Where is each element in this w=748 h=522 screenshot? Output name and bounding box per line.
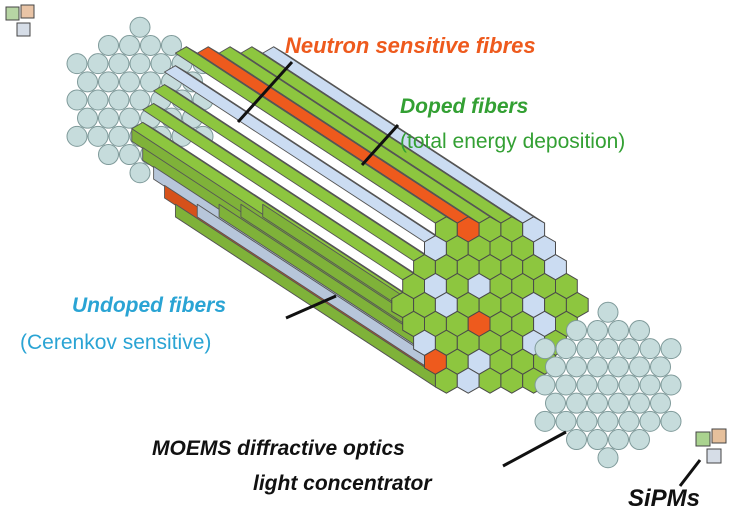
lenslet bbox=[597, 374, 619, 396]
lenslet bbox=[660, 338, 682, 360]
lenslet bbox=[597, 338, 619, 360]
lenslet bbox=[534, 338, 556, 360]
doped-fibers-label: Doped fibers bbox=[400, 95, 529, 118]
lenslet bbox=[608, 429, 629, 451]
lenslet bbox=[108, 125, 130, 147]
lenslet bbox=[555, 410, 577, 432]
lenslet bbox=[608, 356, 629, 378]
lenslet bbox=[597, 301, 619, 323]
lenslet bbox=[587, 392, 608, 414]
lenslet bbox=[119, 34, 140, 56]
sipm-icon-left bbox=[5, 4, 35, 37]
moems-label-line1: MOEMS diffractive optics bbox=[152, 437, 405, 460]
lenslet bbox=[576, 410, 598, 432]
lenslet bbox=[98, 71, 119, 93]
lenslet bbox=[660, 410, 682, 432]
lenslet bbox=[597, 410, 619, 432]
right-diffractive-lens bbox=[534, 301, 682, 469]
moems-label-line2: light concentrator bbox=[253, 472, 432, 495]
lenslet bbox=[129, 89, 151, 111]
undoped-fibers-label: Undoped fibers bbox=[72, 294, 227, 317]
lenslet bbox=[87, 125, 109, 147]
lenslet bbox=[629, 319, 650, 341]
lenslet bbox=[129, 16, 151, 38]
lenslet bbox=[566, 392, 587, 414]
lenslet bbox=[629, 356, 650, 378]
lenslet bbox=[129, 162, 151, 184]
lenslet bbox=[66, 89, 88, 111]
lenslet bbox=[576, 374, 598, 396]
lenslet bbox=[618, 374, 640, 396]
lenslet bbox=[618, 338, 640, 360]
lenslet bbox=[566, 356, 587, 378]
lenslet bbox=[618, 410, 640, 432]
lenslet bbox=[639, 338, 661, 360]
lenslet bbox=[566, 319, 587, 341]
undoped-callout-line bbox=[285, 294, 337, 320]
neutron-callout-line bbox=[236, 60, 294, 124]
neutron-fibres-label: Neutron sensitive fibres bbox=[285, 33, 536, 58]
lenslet bbox=[129, 53, 151, 75]
lenslet bbox=[545, 356, 566, 378]
lenslet bbox=[597, 447, 619, 469]
lenslet bbox=[119, 144, 140, 166]
lenslet bbox=[140, 34, 161, 56]
lenslet bbox=[576, 338, 598, 360]
lenslet bbox=[77, 107, 98, 129]
sipm-icon-right bbox=[695, 428, 727, 464]
lenslet bbox=[87, 53, 109, 75]
lenslet bbox=[660, 374, 682, 396]
lenslet bbox=[66, 125, 88, 147]
lenslet bbox=[587, 319, 608, 341]
lenslet bbox=[639, 374, 661, 396]
lenslet bbox=[98, 34, 119, 56]
lenslet bbox=[650, 392, 671, 414]
lenslet bbox=[119, 71, 140, 93]
lenslet bbox=[650, 356, 671, 378]
lenslet bbox=[587, 356, 608, 378]
fiber-bundle bbox=[131, 46, 589, 394]
lenslet bbox=[150, 53, 172, 75]
sipms-label: SiPMs bbox=[628, 485, 701, 512]
lenslet bbox=[98, 144, 119, 166]
lenslet bbox=[66, 53, 88, 75]
lenslet bbox=[108, 53, 130, 75]
sipm-callout-line bbox=[678, 459, 702, 487]
lenslet bbox=[608, 319, 629, 341]
lenslet bbox=[566, 429, 587, 451]
lenslet bbox=[87, 89, 109, 111]
lenslet bbox=[108, 89, 130, 111]
lenslet bbox=[545, 392, 566, 414]
lenslet bbox=[629, 429, 650, 451]
lenslet bbox=[608, 392, 629, 414]
lenslet bbox=[534, 410, 556, 432]
doped-callout-line bbox=[360, 123, 400, 167]
lenslet bbox=[639, 410, 661, 432]
moems-callout-line bbox=[502, 430, 567, 468]
lenslet bbox=[77, 71, 98, 93]
lenslet bbox=[534, 374, 556, 396]
lenslet bbox=[629, 392, 650, 414]
lenslet bbox=[555, 338, 577, 360]
undoped-fibers-sublabel: (Cerenkov sensitive) bbox=[20, 331, 212, 354]
lenslet bbox=[587, 429, 608, 451]
doped-fibers-sublabel: (total energy deposition) bbox=[400, 130, 626, 153]
lenslet bbox=[140, 71, 161, 93]
lenslet bbox=[161, 34, 182, 56]
lenslet bbox=[555, 374, 577, 396]
lenslet bbox=[98, 107, 119, 129]
lenslet bbox=[119, 107, 140, 129]
